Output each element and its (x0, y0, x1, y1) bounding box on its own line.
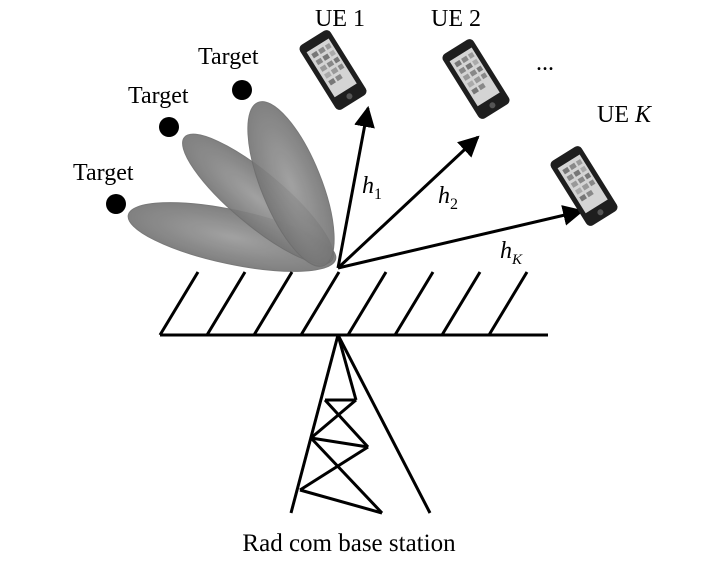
target-label-2: Target (128, 83, 189, 109)
user-links (336, 105, 585, 270)
target-label-1: Target (73, 160, 134, 186)
sensing-beams (127, 101, 337, 272)
smartphone-icon (297, 28, 369, 112)
channel-arrow-1 (336, 105, 375, 269)
ellipsis-label: ... (536, 50, 554, 76)
beam-lobe-3 (247, 101, 335, 267)
channel-arrow-K (337, 205, 585, 270)
target-dot (106, 194, 126, 214)
channel-label-2: h2 (438, 183, 458, 213)
channel-arrow-2 (336, 135, 480, 270)
channel-label-1: h1 (362, 173, 382, 203)
targets: Target Target Target (73, 44, 259, 214)
target-label-3: Target (198, 44, 259, 70)
lattice-tower (289, 334, 432, 515)
base-station-caption: Rad com base station (242, 530, 456, 557)
antenna-array (158, 271, 548, 337)
channel-label-K: hK (500, 238, 523, 268)
ue-label-K: UE K (555, 102, 681, 128)
ue-label-1: UE 1 (315, 6, 365, 32)
ue-label-2: UE 2 (431, 6, 481, 32)
target-dot (159, 117, 179, 137)
smartphone-icon (440, 37, 512, 121)
user-labels: UE 1 UE 2 UE K ... (315, 6, 681, 128)
target-dot (232, 80, 252, 100)
user-devices (297, 28, 620, 228)
channel-labels: h1 h2 hK (362, 173, 523, 268)
